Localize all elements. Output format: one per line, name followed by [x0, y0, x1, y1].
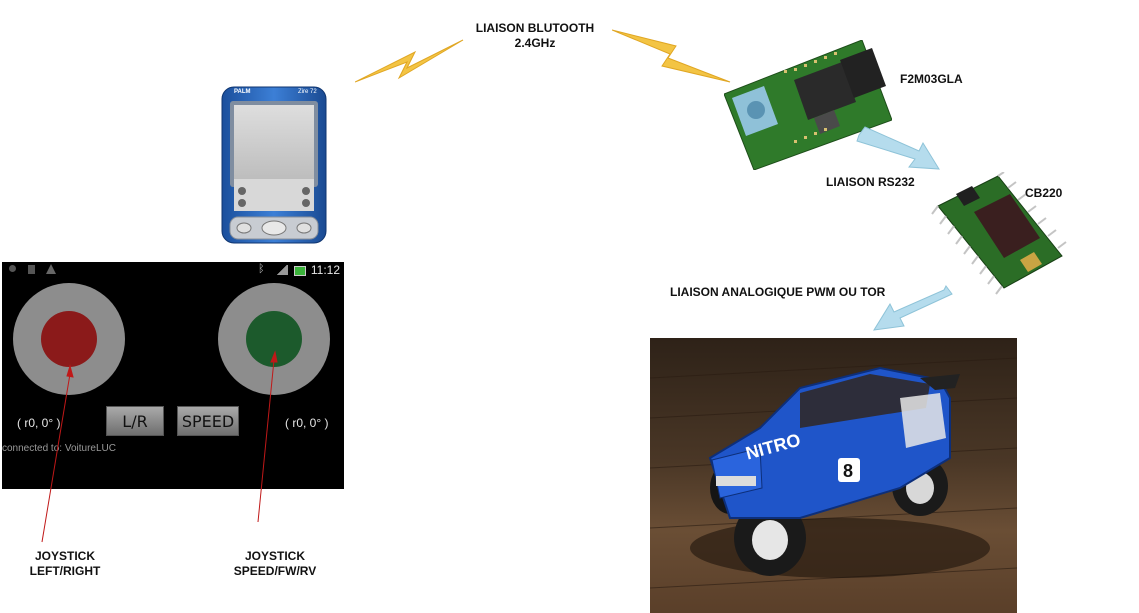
pointer-left-head	[66, 364, 74, 378]
bluetooth-label: LIAISON BLUTOOTH 2.4GHz	[460, 21, 610, 51]
joystick-speed-label: JOYSTICK SPEED/FW/RV	[220, 549, 330, 579]
bluetooth-label-line1: LIAISON BLUTOOTH	[475, 21, 595, 35]
rc-car-image: NITRO 8	[650, 357, 1017, 589]
usb-icon	[28, 265, 35, 274]
status-bar: ᛒ 11:12	[2, 262, 344, 278]
joystick-left-label: JOYSTICK LEFT/RIGHT	[15, 549, 115, 579]
signal-icon	[276, 265, 288, 275]
joystick-left-label-line2: LEFT/RIGHT	[29, 564, 101, 578]
joystick-speed-label-line2: SPEED/FW/RV	[233, 564, 317, 578]
arrow-pwm-icon	[873, 285, 953, 331]
lr-button[interactable]: L/R	[106, 406, 164, 436]
cb220-label: CB220	[1025, 186, 1063, 200]
pointer-right-head	[270, 350, 278, 363]
pda-model: Zire 72	[298, 89, 317, 95]
left-joystick-readout: ( r0, 0° )	[17, 416, 61, 430]
right-joystick[interactable]	[218, 283, 330, 395]
pda-brand: PALM	[234, 89, 251, 95]
joystick-left-label-line1: JOYSTICK	[34, 549, 95, 563]
bluetooth-icon: ᛒ	[258, 263, 265, 275]
arrow-rs232-icon	[856, 126, 940, 170]
pwm-label: LIAISON ANALOGIQUE PWM OU TOR	[670, 285, 886, 299]
battery-icon	[294, 266, 306, 276]
lightning-bolt-right-icon	[612, 29, 731, 83]
pointer-right-line	[257, 359, 275, 523]
rc-car-photo: NITRO 8	[650, 338, 1017, 613]
joystick-speed-label-line1: JOYSTICK	[244, 549, 305, 563]
connection-status: connected to: VoitureLUC	[2, 443, 116, 454]
cb220-board	[931, 172, 1067, 295]
pda-device-icon	[221, 86, 327, 244]
right-joystick-readout: ( r0, 0° )	[285, 416, 329, 430]
warning-icon	[46, 264, 56, 274]
speed-button[interactable]: SPEED	[177, 406, 239, 436]
rs232-label: LIAISON RS232	[826, 175, 915, 189]
bluetooth-label-line2: 2.4GHz	[514, 36, 556, 50]
status-time: 11:12	[310, 263, 340, 277]
notification-icon	[9, 265, 16, 272]
lightning-bolt-left-icon	[355, 39, 464, 83]
android-app-screen: ᛒ 11:12 ( r0, 0° ) ( r0, 0° ) L/R SPEED …	[2, 262, 344, 489]
pointer-left-line	[41, 373, 71, 543]
bluetooth-module-board	[724, 40, 892, 170]
f2m03gla-label: F2M03GLA	[900, 72, 963, 86]
car-number: 8	[843, 461, 853, 481]
left-joystick-knob[interactable]	[41, 311, 97, 367]
